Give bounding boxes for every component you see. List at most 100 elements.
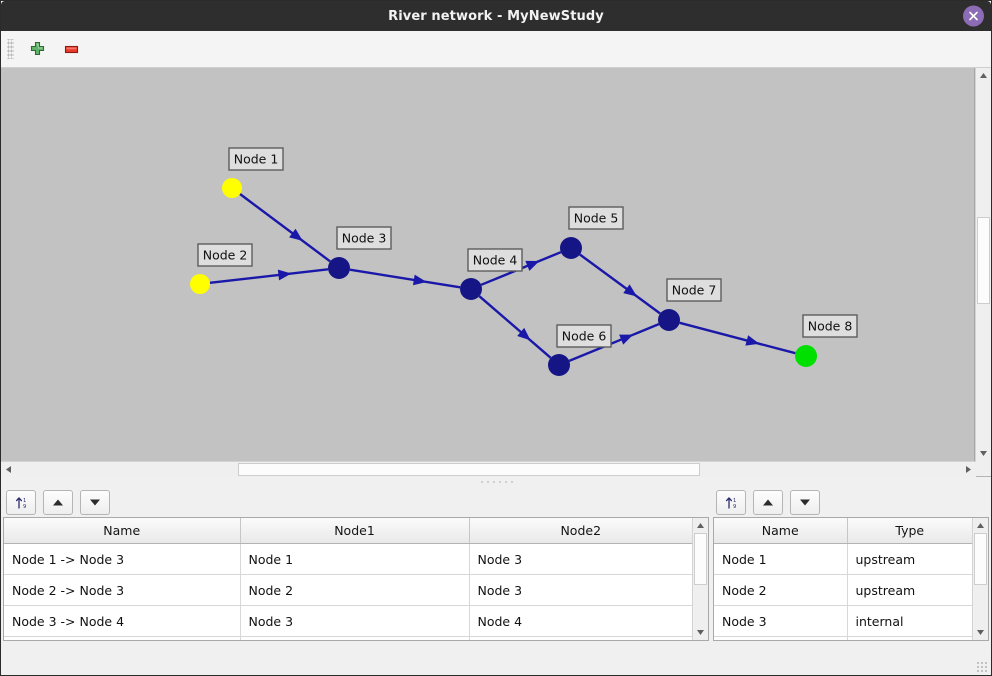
branches-move-down-button[interactable] xyxy=(80,489,110,515)
branches-vscroll-thumb[interactable] xyxy=(694,533,707,585)
branches-cell[interactable]: Node 2 -> Node 3 xyxy=(4,574,241,606)
close-window-button[interactable] xyxy=(963,5,984,27)
svg-text:Node 6: Node 6 xyxy=(562,329,607,344)
graph-node-label-node-5[interactable]: Node 5 xyxy=(568,206,624,230)
branches-scroll-up-button[interactable] xyxy=(693,518,708,533)
nodes-cell[interactable]: Node 4 xyxy=(714,636,848,640)
graph-node-node-5[interactable] xyxy=(560,237,582,259)
branches-scroll-down-button[interactable] xyxy=(693,625,708,640)
graph-scroll-down-button[interactable] xyxy=(976,446,991,461)
graph-edge[interactable] xyxy=(478,295,552,359)
graph-node-label-node-4[interactable]: Node 4 xyxy=(467,248,523,272)
branches-cell[interactable]: Node 4 -> Node 5 xyxy=(4,636,241,640)
nodes-header-row: Name Type xyxy=(714,518,972,544)
graph-vertical-scrollbar[interactable] xyxy=(975,68,991,461)
graph-hscroll-thumb[interactable] xyxy=(238,463,700,476)
splitter-grip-dots xyxy=(479,480,513,484)
graph-vscroll-track[interactable] xyxy=(976,83,991,446)
pane-splitter[interactable] xyxy=(1,476,991,487)
nodes-move-down-button[interactable] xyxy=(790,489,820,515)
nodes-table-row[interactable]: Node 4internal xyxy=(714,636,972,640)
graph-edge[interactable] xyxy=(568,323,660,362)
window-resize-grip[interactable] xyxy=(976,661,988,673)
branches-cell[interactable]: Node 4 xyxy=(240,636,470,640)
graph-hscroll-track[interactable] xyxy=(16,462,961,477)
svg-text:9: 9 xyxy=(23,504,26,510)
nodes-scroll-up-button[interactable] xyxy=(973,518,988,533)
nodes-vscroll-track[interactable] xyxy=(973,533,988,625)
branches-cell[interactable]: Node 1 -> Node 3 xyxy=(4,543,241,575)
nodes-col-name[interactable]: Name xyxy=(714,518,848,544)
nodes-cell[interactable]: Node 3 xyxy=(714,605,848,637)
graph-edge[interactable] xyxy=(239,193,331,263)
branches-vertical-scrollbar[interactable] xyxy=(692,518,708,640)
nodes-col-type[interactable]: Type xyxy=(847,518,972,544)
branches-move-up-button[interactable] xyxy=(43,489,73,515)
nodes-cell[interactable]: upstream xyxy=(847,543,972,575)
branches-col-name[interactable]: Name xyxy=(4,518,241,544)
network-graph-canvas[interactable]: Node 1 Node 2 Node 3 Node 4 Node 5 Node 6 Node… xyxy=(1,68,975,461)
branches-cell[interactable]: Node 3 xyxy=(469,574,692,606)
svg-text:Node 2: Node 2 xyxy=(203,248,248,263)
nodes-move-up-button[interactable] xyxy=(753,489,783,515)
graph-node-node-8[interactable] xyxy=(795,345,817,367)
graph-node-node-3[interactable] xyxy=(328,257,350,279)
graph-node-label-node-2[interactable]: Node 2 xyxy=(197,243,253,267)
branches-vscroll-track[interactable] xyxy=(693,533,708,625)
branches-cell[interactable]: Node 5 xyxy=(469,636,692,640)
network-graph-pane: Node 1 Node 2 Node 3 Node 4 Node 5 Node 6 Node… xyxy=(1,68,991,477)
graph-edge[interactable] xyxy=(679,321,796,355)
add-node-button[interactable] xyxy=(23,35,51,63)
graph-vscroll-thumb[interactable] xyxy=(977,217,990,304)
graph-node-node-6[interactable] xyxy=(548,354,570,376)
nodes-cell[interactable]: internal xyxy=(847,605,972,637)
graph-node-node-1[interactable] xyxy=(222,178,242,198)
graph-node-label-node-3[interactable]: Node 3 xyxy=(336,226,392,250)
delete-node-button[interactable] xyxy=(57,35,85,63)
nodes-vscroll-thumb[interactable] xyxy=(974,533,987,585)
nodes-cell[interactable]: Node 1 xyxy=(714,543,848,575)
graph-scroll-left-button[interactable] xyxy=(1,462,16,477)
graph-edge[interactable] xyxy=(349,268,461,289)
main-toolbar xyxy=(1,31,991,68)
graph-node-label-node-8[interactable]: Node 8 xyxy=(802,314,858,338)
toolbar-drag-grip[interactable] xyxy=(7,39,14,59)
scrollbar-corner xyxy=(976,461,991,476)
graph-node-node-2[interactable] xyxy=(190,274,210,294)
graph-horizontal-scrollbar[interactable] xyxy=(1,461,976,477)
branches-cell[interactable]: Node 3 -> Node 4 xyxy=(4,605,241,637)
nodes-cell[interactable]: internal xyxy=(847,636,972,640)
branches-cell[interactable]: Node 3 xyxy=(240,605,470,637)
svg-text:Node 7: Node 7 xyxy=(672,283,717,298)
nodes-cell[interactable]: upstream xyxy=(847,574,972,606)
nodes-cell[interactable]: Node 2 xyxy=(714,574,848,606)
branches-cell[interactable]: Node 1 xyxy=(240,543,470,575)
graph-node-label-node-6[interactable]: Node 6 xyxy=(556,324,612,348)
graph-scroll-right-button[interactable] xyxy=(961,462,976,477)
branches-sort-button[interactable]: 1 9 xyxy=(6,489,36,515)
nodes-sort-button[interactable]: 1 9 xyxy=(716,489,746,515)
graph-scroll-up-button[interactable] xyxy=(976,68,991,83)
graph-node-node-4[interactable] xyxy=(460,278,482,300)
graph-node-label-node-1[interactable]: Node 1 xyxy=(228,147,284,171)
branches-col-node2[interactable]: Node2 xyxy=(469,518,692,544)
graph-edge[interactable] xyxy=(209,268,329,285)
graph-node-node-7[interactable] xyxy=(658,309,680,331)
graph-edge[interactable] xyxy=(579,253,661,315)
branches-col-node1[interactable]: Node1 xyxy=(240,518,470,544)
graph-node-label-node-7[interactable]: Node 7 xyxy=(666,278,722,302)
nodes-scroll-down-button[interactable] xyxy=(973,625,988,640)
graph-edge-arrowhead xyxy=(412,274,427,286)
branches-cell[interactable]: Node 3 xyxy=(469,543,692,575)
nodes-vertical-scrollbar[interactable] xyxy=(972,518,988,640)
branches-cell[interactable]: Node 2 xyxy=(240,574,470,606)
branches-cell[interactable]: Node 4 xyxy=(469,605,692,637)
